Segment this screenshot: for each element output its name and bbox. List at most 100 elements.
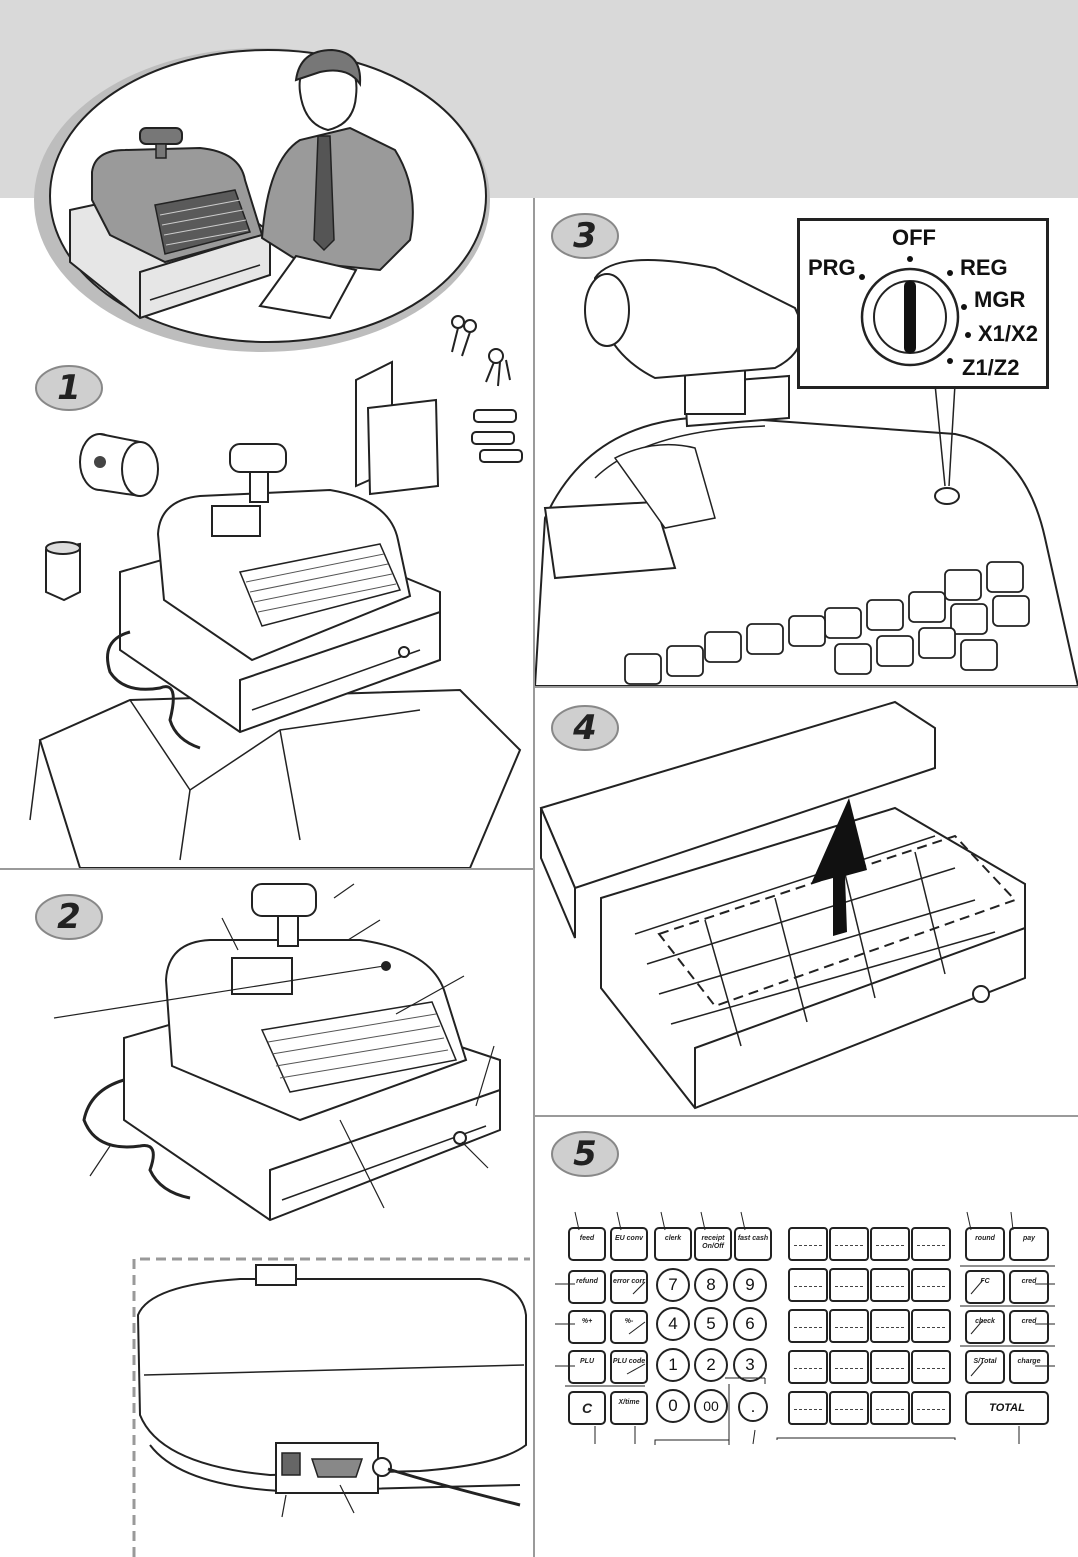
num-key-6[interactable]: 6 bbox=[733, 1307, 767, 1341]
department-key-divider bbox=[794, 1368, 822, 1369]
department-key-divider bbox=[835, 1327, 863, 1328]
charge-key[interactable]: charge bbox=[1009, 1350, 1049, 1384]
total-key[interactable]: TOTAL bbox=[965, 1391, 1049, 1425]
step-badge-2: 2 bbox=[34, 893, 104, 941]
percent-plus-key[interactable]: %+ bbox=[568, 1310, 606, 1344]
step2-parts-illustration bbox=[53, 883, 501, 1222]
step-badge-4: 4 bbox=[550, 704, 620, 752]
decimal-point-key[interactable]: . bbox=[738, 1392, 768, 1422]
department-key-divider bbox=[794, 1286, 822, 1287]
department-key[interactable] bbox=[788, 1268, 828, 1302]
step-number-1: 1 bbox=[57, 368, 81, 408]
keyboard-callouts bbox=[555, 1211, 1055, 1445]
fc-key[interactable]: FC bbox=[965, 1270, 1005, 1304]
switch-position-z1z2: Z1/Z2 bbox=[962, 355, 1020, 380]
rear-connector-detail bbox=[132, 1257, 530, 1557]
department-key[interactable] bbox=[870, 1309, 910, 1343]
num-key-00[interactable]: 00 bbox=[694, 1389, 728, 1423]
department-key[interactable] bbox=[788, 1227, 828, 1261]
department-key[interactable] bbox=[911, 1268, 951, 1302]
num-key-2[interactable]: 2 bbox=[694, 1348, 728, 1382]
department-key-divider bbox=[876, 1368, 904, 1369]
num-key-8[interactable]: 8 bbox=[694, 1268, 728, 1302]
x-time-key[interactable]: X/time bbox=[610, 1391, 648, 1425]
department-key-divider bbox=[835, 1245, 863, 1246]
department-key-divider bbox=[917, 1286, 945, 1287]
switch-position-x1x2: X1/X2 bbox=[978, 321, 1038, 346]
switch-position-mgr: MGR bbox=[974, 287, 1026, 312]
step-number-2: 2 bbox=[57, 897, 81, 937]
department-key[interactable] bbox=[870, 1350, 910, 1384]
department-key[interactable] bbox=[911, 1309, 951, 1343]
department-key[interactable] bbox=[829, 1268, 869, 1302]
cred-2-key[interactable]: cred bbox=[1009, 1310, 1049, 1344]
num-key-9[interactable]: 9 bbox=[733, 1268, 767, 1302]
percent-minus-key[interactable]: %- bbox=[610, 1310, 648, 1344]
department-key[interactable] bbox=[788, 1309, 828, 1343]
switch-position-off: OFF bbox=[892, 225, 936, 250]
feed-key[interactable]: feed bbox=[568, 1227, 606, 1261]
eu-conv-key[interactable]: EU conv bbox=[610, 1227, 648, 1261]
switch-position-reg: REG bbox=[960, 255, 1008, 280]
department-key[interactable] bbox=[829, 1309, 869, 1343]
plu-key[interactable]: PLU bbox=[568, 1350, 606, 1384]
department-key-divider bbox=[876, 1409, 904, 1410]
department-key[interactable] bbox=[911, 1227, 951, 1261]
round-key[interactable]: round bbox=[965, 1227, 1005, 1261]
department-key-divider bbox=[876, 1245, 904, 1246]
num-key-1[interactable]: 1 bbox=[656, 1348, 690, 1382]
department-key-divider bbox=[835, 1286, 863, 1287]
department-key-divider bbox=[835, 1409, 863, 1410]
department-key[interactable] bbox=[870, 1268, 910, 1302]
key-switch-panel: OFF PRG REG MGR X1/X2 Z1/Z2 bbox=[797, 218, 1049, 389]
department-key-divider bbox=[917, 1245, 945, 1246]
fast-cash-key[interactable]: fast cash bbox=[734, 1227, 772, 1261]
num-key-5[interactable]: 5 bbox=[694, 1307, 728, 1341]
subtotal-key[interactable]: S/Total bbox=[965, 1350, 1005, 1384]
step-badge-5: 5 bbox=[550, 1130, 620, 1178]
divider-step4-step5 bbox=[535, 1115, 1078, 1117]
department-key-divider bbox=[794, 1327, 822, 1328]
department-key-divider bbox=[794, 1245, 822, 1246]
num-key-7[interactable]: 7 bbox=[656, 1268, 690, 1302]
department-key-divider bbox=[917, 1368, 945, 1369]
step-number-3: 3 bbox=[573, 216, 597, 256]
clear-key[interactable]: C bbox=[568, 1391, 606, 1425]
department-key[interactable] bbox=[911, 1350, 951, 1384]
department-key[interactable] bbox=[829, 1391, 869, 1425]
plu-code-key[interactable]: PLU code bbox=[610, 1350, 648, 1384]
vertical-divider bbox=[533, 198, 535, 1557]
department-key-divider bbox=[794, 1409, 822, 1410]
step-badge-3: 3 bbox=[550, 212, 620, 260]
department-key-divider bbox=[835, 1368, 863, 1369]
department-key-divider bbox=[917, 1327, 945, 1328]
department-key[interactable] bbox=[870, 1227, 910, 1261]
error-corr-key[interactable]: error corr bbox=[610, 1270, 648, 1304]
cred-1-key[interactable]: cred bbox=[1009, 1270, 1049, 1304]
department-key[interactable] bbox=[788, 1391, 828, 1425]
step-number-4: 4 bbox=[573, 708, 597, 748]
step-badge-1: 1 bbox=[34, 364, 104, 412]
switch-position-prg: PRG bbox=[808, 255, 856, 280]
department-key-divider bbox=[876, 1327, 904, 1328]
department-key[interactable] bbox=[829, 1227, 869, 1261]
step4-drawer-illustration bbox=[539, 700, 1026, 1110]
clerk-key[interactable]: clerk bbox=[654, 1227, 692, 1261]
department-key[interactable] bbox=[829, 1350, 869, 1384]
intro-illustration bbox=[34, 48, 490, 352]
num-key-4[interactable]: 4 bbox=[656, 1307, 690, 1341]
divider-step1-step2 bbox=[0, 868, 533, 870]
check-key[interactable]: check bbox=[965, 1310, 1005, 1344]
step1-unboxing-illustration bbox=[29, 315, 523, 868]
num-key-0[interactable]: 0 bbox=[656, 1389, 690, 1423]
step3-keyswitch-illustration bbox=[535, 259, 1078, 686]
step-number-5: 5 bbox=[573, 1134, 597, 1174]
department-key[interactable] bbox=[911, 1391, 951, 1425]
department-key-divider bbox=[876, 1286, 904, 1287]
pay-key[interactable]: pay bbox=[1009, 1227, 1049, 1261]
num-key-3[interactable]: 3 bbox=[733, 1348, 767, 1382]
refund-key[interactable]: refund bbox=[568, 1270, 606, 1304]
receipt-onoff-key[interactable]: receipt On/Off bbox=[694, 1227, 732, 1261]
department-key[interactable] bbox=[870, 1391, 910, 1425]
department-key[interactable] bbox=[788, 1350, 828, 1384]
